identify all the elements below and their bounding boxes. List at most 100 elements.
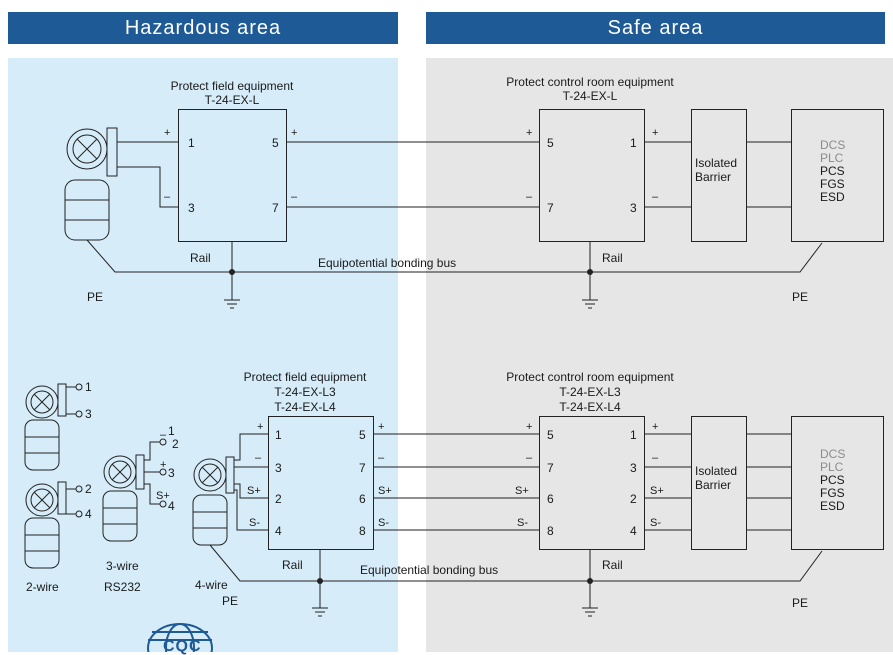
pin-label: 8 [547, 524, 554, 538]
control-systems-list: DCS PLC PCS FGS ESD [820, 448, 845, 513]
pin-label: 1 [630, 136, 637, 150]
top-isolated-barrier-box [691, 109, 747, 242]
polarity-minus: – [652, 452, 659, 464]
signal-plus: S+ [247, 485, 261, 497]
top-field-model: T-24-EX-L [204, 93, 260, 107]
polarity-plus: + [526, 127, 533, 139]
three-wire-label: 3-wire [106, 559, 139, 573]
top-ctrl-title: Protect control room equipment [506, 75, 674, 89]
pin-label: 2 [275, 492, 282, 506]
polarity-plus: + [652, 127, 659, 139]
hazardous-area-header: Hazardous area [8, 12, 398, 44]
signal-minus: S- [378, 517, 389, 529]
system-pcs: PCS [820, 164, 845, 178]
four-wire-label: 4-wire [195, 578, 228, 592]
cqc-logo-text: CQC [163, 638, 202, 655]
rail-label: Rail [190, 251, 211, 265]
pin-label: 1 [275, 428, 282, 442]
signal-minus: S- [650, 517, 661, 529]
terminal-sign: S+ [156, 490, 170, 502]
polarity-minus: – [652, 191, 659, 203]
pin-label: 7 [272, 201, 279, 215]
terminal-label: 3 [168, 466, 175, 480]
terminal-label: 1 [85, 380, 92, 394]
barrier-label-line: Barrier [695, 170, 732, 184]
bottom-isolated-barrier-box [691, 416, 747, 550]
polarity-minus: – [378, 452, 385, 464]
rail-label: Rail [602, 251, 623, 265]
rail-label: Rail [282, 558, 303, 572]
bonding-bus-label: Equipotential bonding bus [360, 563, 499, 577]
top-control-equipment-box [539, 109, 645, 242]
four-wire-transmitter-icon [192, 456, 235, 546]
top-field-title: Protect field equipment [170, 79, 294, 93]
polarity-plus: + [652, 421, 659, 433]
signal-minus: S- [517, 517, 528, 529]
bottom-ctrl-model: T-24-EX-L4 [559, 400, 621, 414]
bottom-control-systems-box [791, 416, 884, 550]
polarity-minus: – [255, 452, 262, 464]
rs232-label: RS232 [104, 580, 141, 594]
terminal-label: 4 [168, 499, 175, 513]
bottom-field-model: T-24-EX-L4 [274, 400, 336, 414]
pe-label: PE [792, 290, 809, 304]
pin-label: 7 [547, 461, 554, 475]
polarity-minus: – [291, 191, 298, 203]
pin-label: 4 [630, 524, 637, 538]
polarity-plus: + [378, 421, 385, 433]
terminal-label: 3 [85, 407, 92, 421]
system-fgs: FGS [820, 486, 845, 500]
polarity-minus: – [526, 452, 533, 464]
bottom-ctrl-title: Protect control room equipment [506, 370, 674, 384]
bonding-bus-label: Equipotential bonding bus [318, 256, 457, 270]
pin-label: 7 [359, 461, 366, 475]
system-fgs: FGS [820, 177, 845, 191]
signal-minus: S- [249, 517, 260, 529]
signal-plus: S+ [515, 485, 529, 497]
rail-label: Rail [602, 558, 623, 572]
system-dcs: DCS [820, 447, 846, 461]
pe-label: PE [87, 290, 104, 304]
hazardous-area-zone [8, 58, 398, 652]
top-control-systems-box [791, 109, 884, 242]
bottom-field-equipment-box [268, 416, 374, 550]
polarity-plus: + [526, 421, 533, 433]
pin-label: 2 [630, 492, 637, 506]
barrier-label: Isolated Barrier [695, 156, 737, 184]
system-pcs: PCS [820, 473, 845, 487]
safe-area-zone [426, 58, 893, 652]
barrier-label-line: Isolated [695, 464, 738, 478]
pin-label: 8 [359, 524, 366, 538]
terminal-sign: + [160, 459, 167, 471]
pin-label: 3 [630, 461, 637, 475]
pin-label: 6 [359, 492, 366, 506]
bottom-field-model: T-24-EX-L3 [274, 385, 336, 399]
system-plc: PLC [820, 151, 844, 165]
two-wire-transmitter-icon-2 [24, 481, 83, 569]
barrier-label-line: Isolated [695, 156, 738, 170]
pin-label: 3 [630, 201, 637, 215]
bottom-field-title: Protect field equipment [243, 370, 367, 384]
pin-label: 3 [275, 461, 282, 475]
two-wire-label: 2-wire [26, 580, 59, 594]
terminal-label: 4 [85, 507, 92, 521]
field-transmitter-icon [64, 127, 118, 241]
terminal-sign: – [160, 429, 167, 441]
system-dcs: DCS [820, 138, 846, 152]
cqc-logo-icon [147, 623, 213, 652]
pin-label: 5 [547, 136, 554, 150]
system-esd: ESD [820, 499, 845, 513]
terminal-label: 2 [172, 437, 179, 451]
signal-plus: S+ [650, 485, 664, 497]
two-wire-transmitter-icon-1 [24, 383, 83, 471]
polarity-plus: + [164, 127, 171, 139]
control-systems-list: DCS PLC PCS FGS ESD [820, 139, 845, 204]
polarity-minus: – [526, 191, 533, 203]
polarity-minus: – [164, 191, 171, 203]
system-esd: ESD [820, 190, 845, 204]
terminal-label: 2 [85, 482, 92, 496]
bottom-control-equipment-box [539, 416, 645, 550]
barrier-label-line: Barrier [695, 478, 732, 492]
top-field-equipment-box [178, 109, 287, 242]
